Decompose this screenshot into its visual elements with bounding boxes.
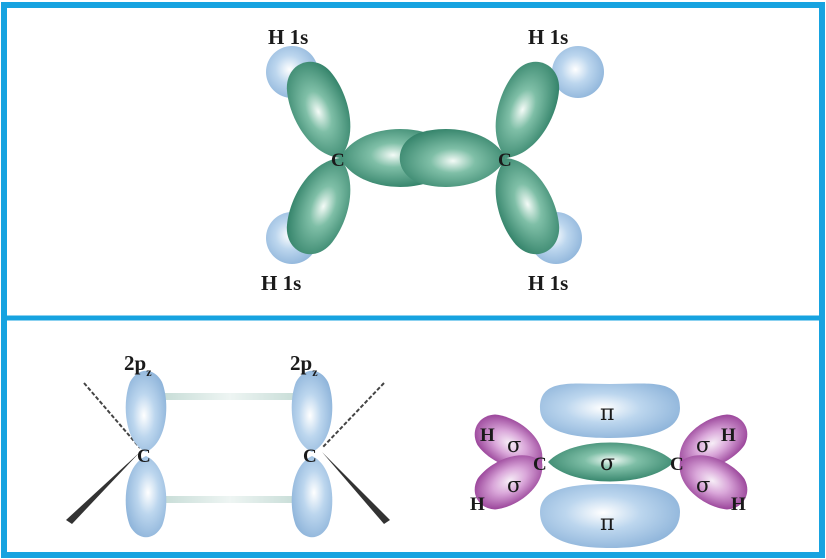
pz-lobe-left-lower (125, 456, 167, 538)
sigma-label-lr: σ (696, 473, 710, 497)
h1s-label-bl: H 1s (261, 271, 301, 295)
sigma-label-cc: σ (600, 451, 615, 476)
bond-wedge-right (322, 452, 390, 524)
h1s-label-br: H 1s (528, 271, 568, 295)
h1s-label-tr: H 1s (528, 25, 568, 49)
h1s-orbital-tr (552, 46, 604, 98)
bond-wedge-left (66, 452, 140, 524)
h-label-lr: H (731, 494, 746, 515)
h-label-ul: H (480, 425, 495, 446)
pi-label-top: π (600, 401, 614, 426)
pi-overlap-bar-bottom (160, 496, 300, 503)
carbon-label-left: C (331, 150, 345, 171)
carbon-label-bond-right: C (670, 454, 684, 475)
pi-overlap-bar-top (160, 393, 300, 400)
sigma-bond-cc (548, 442, 674, 482)
carbon-label-right: C (498, 150, 512, 171)
bond-dashed-right (321, 382, 385, 449)
sp2-lobe-right-cc (399, 129, 506, 187)
carbon-label-bond-left: C (533, 454, 547, 475)
pz-overlap-diagram: 2pz 2pz C C (66, 351, 390, 538)
pi-label-bottom: π (600, 511, 614, 536)
bond-dashed-left (83, 382, 141, 449)
sigma-label-ur: σ (696, 433, 710, 457)
pz-label-right: 2pz (290, 351, 318, 379)
h-label-ur: H (721, 425, 736, 446)
ethene-sigma-framework: H 1s H 1s H 1s H 1s C C (261, 25, 604, 295)
sigma-label-ul: σ (507, 433, 521, 457)
pi-cloud-bottom (540, 484, 680, 548)
pi-cloud-top (540, 383, 680, 438)
pz-lobe-right-upper (291, 370, 333, 452)
h1s-label-tl: H 1s (268, 25, 308, 49)
carbon-label-pz-left: C (137, 446, 151, 467)
carbon-label-pz-right: C (303, 446, 317, 467)
sigma-label-ll: σ (507, 473, 521, 497)
h-label-ll: H (470, 494, 485, 515)
pz-lobe-right-lower (291, 456, 333, 538)
pz-label-left: 2pz (124, 351, 152, 379)
ethene-bonding-diagram: π π σ σ σ σ σ H H H H C C (466, 383, 756, 548)
